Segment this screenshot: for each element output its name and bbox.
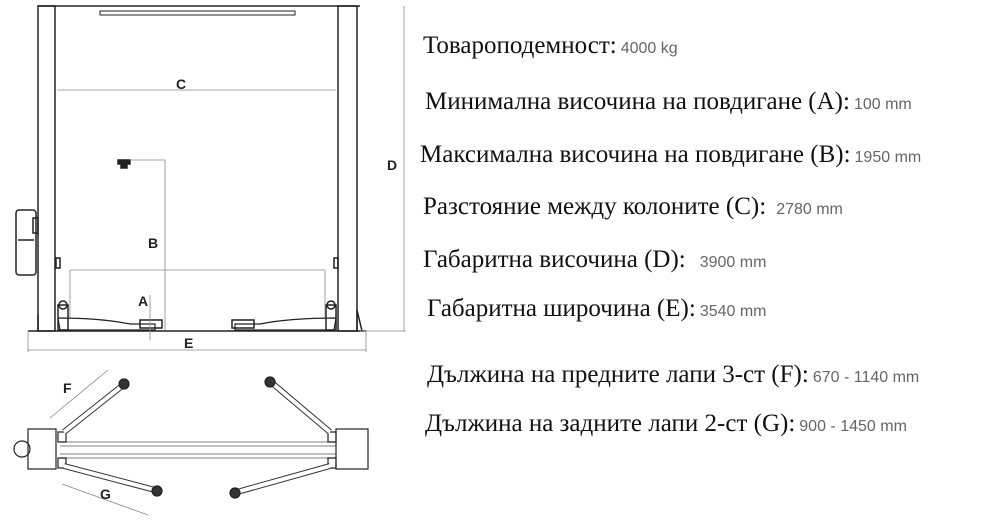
- spec-value: 4000 kg: [620, 40, 678, 57]
- label-g: G: [100, 486, 111, 502]
- top-view-dimension-lines: [49, 369, 149, 516]
- spec-max-height: Максимална височина на повдигане (B):195…: [420, 141, 921, 169]
- spec-front-arm-length: Дължина на предните лапи 3-ст (F):670 - …: [427, 361, 919, 389]
- top-view-labels: F G: [63, 380, 111, 502]
- label-d: D: [387, 157, 397, 173]
- spec-min-height: Минимална височина на повдигане (A):100 …: [425, 88, 912, 116]
- label-e: E: [184, 335, 193, 351]
- dimension-labels: C D B A E: [138, 76, 397, 351]
- label-a: A: [138, 293, 148, 309]
- label-c: C: [176, 76, 186, 92]
- spec-overall-height: Габаритна височина (D): 3900 mm: [423, 246, 766, 274]
- spec-value: 3900 mm: [699, 254, 767, 271]
- spec-capacity: Товароподемност:4000 kg: [423, 32, 678, 60]
- spec-label: Дължина на задните лапи 2-ст (G):: [425, 410, 796, 437]
- label-b: B: [148, 235, 158, 251]
- spec-label: Максимална височина на повдигане (B):: [420, 141, 851, 168]
- spec-value: 3540 mm: [699, 303, 767, 320]
- spec-label: Габаритна височина (D):: [423, 246, 686, 273]
- spec-value: 1950 mm: [854, 149, 922, 166]
- spec-label: Товароподемност:: [423, 32, 617, 59]
- spec-value: 670 - 1140 mm: [812, 369, 920, 386]
- spec-rear-arm-length: Дължина на задните лапи 2-ст (G):900 - 1…: [425, 410, 907, 438]
- dimension-lines: [27, 6, 406, 352]
- spec-label: Габаритна широчина (E):: [427, 295, 696, 322]
- label-f: F: [63, 380, 72, 396]
- top-view: [13, 376, 369, 499]
- spec-label: Дължина на предните лапи 3-ст (F):: [427, 361, 809, 388]
- front-view: [15, 5, 366, 332]
- spec-label: Минимална височина на повдигане (A):: [425, 88, 850, 115]
- lift-technical-drawing: C D B A E F: [13, 5, 406, 516]
- spec-label: Разстояние между колоните (C):: [423, 193, 767, 220]
- spec-overall-width: Габаритна широчина (E):3540 mm: [427, 295, 767, 323]
- spec-value: 2780 mm: [776, 201, 843, 218]
- spec-value: 100 mm: [853, 96, 912, 113]
- spec-column-distance: Разстояние между колоните (C): 2780 mm: [423, 193, 843, 221]
- spec-value: 900 - 1450 mm: [799, 418, 907, 435]
